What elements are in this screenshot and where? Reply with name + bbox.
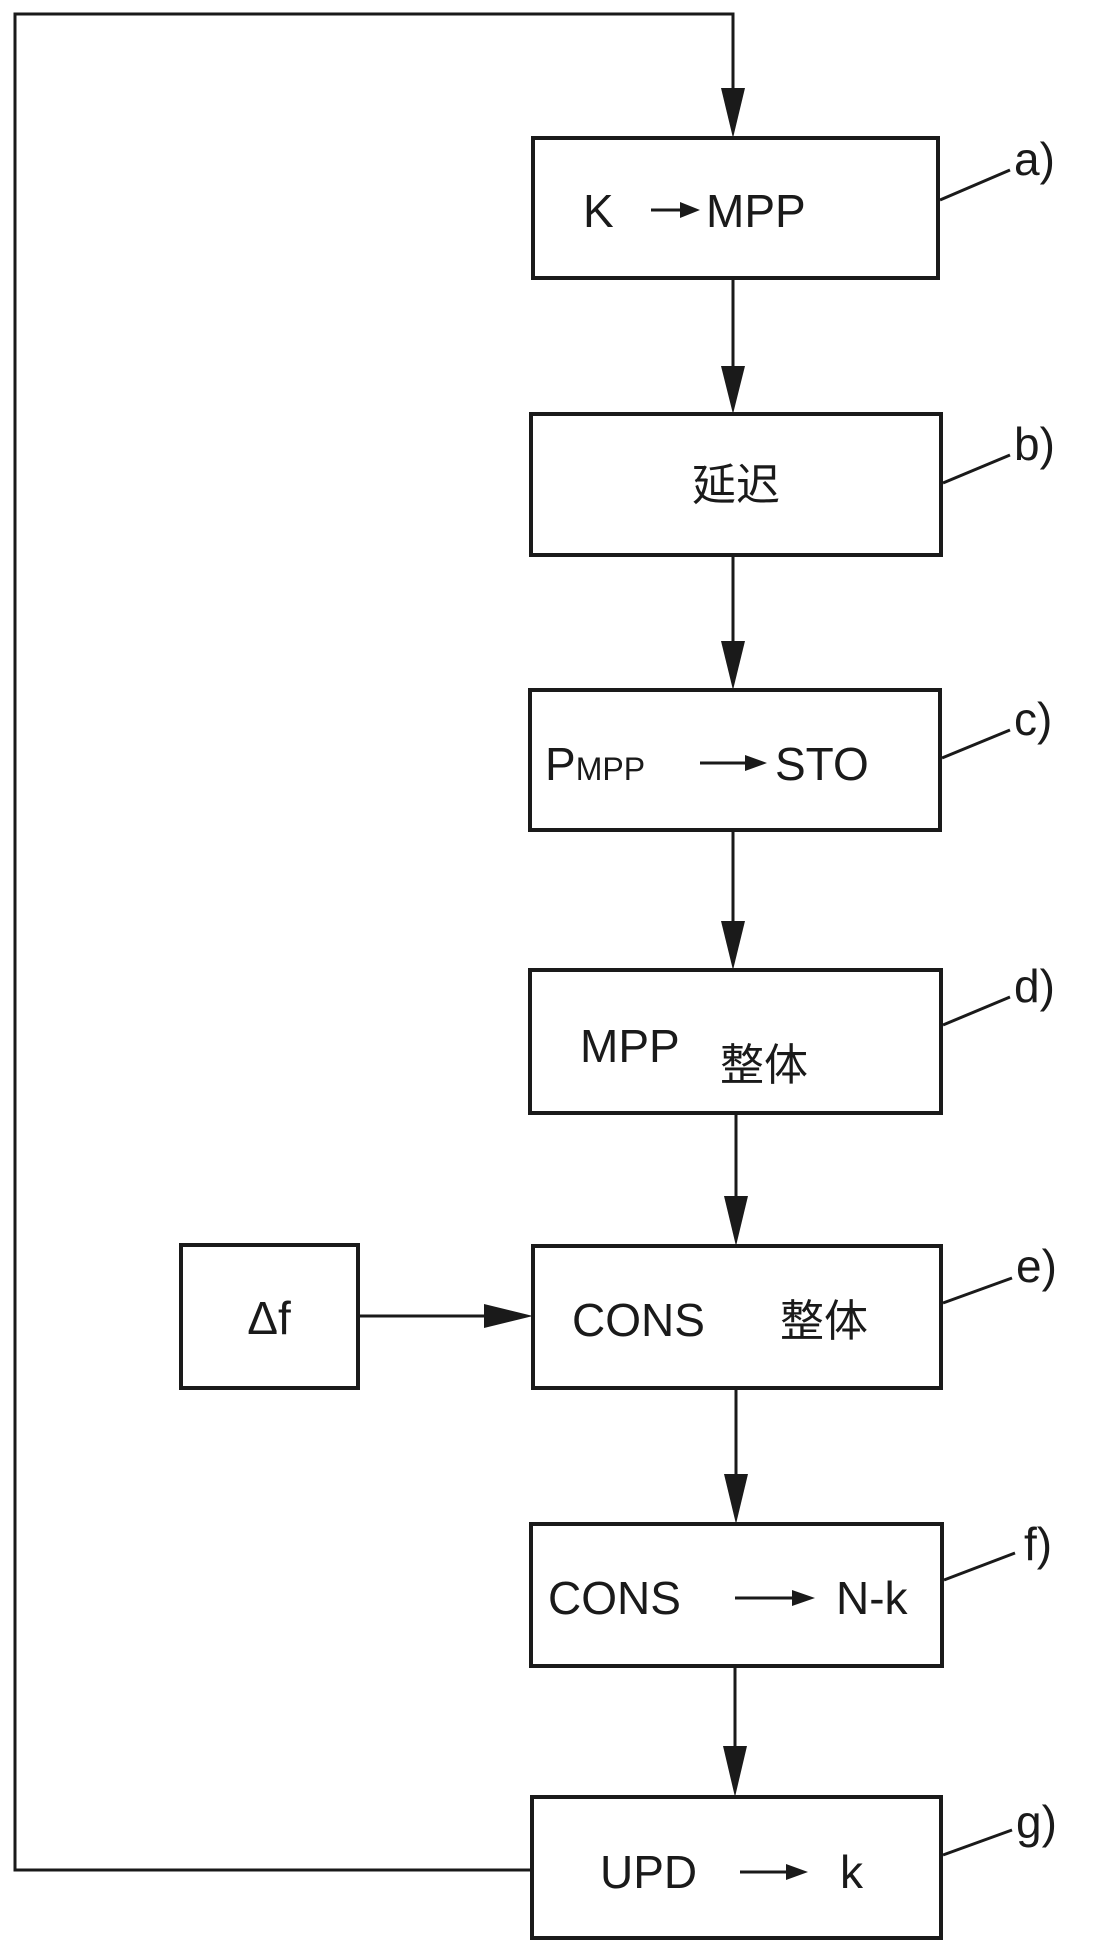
step-f-box xyxy=(529,1522,944,1668)
step-b-text: 延迟 xyxy=(692,460,780,511)
arrow-into-step-b-icon xyxy=(721,366,745,414)
arrow-into-step-c-icon xyxy=(721,641,745,690)
step-g-from: UPD xyxy=(600,1846,697,1898)
step-b: 延迟 b) xyxy=(529,412,1055,557)
step-c-to: STO xyxy=(775,738,869,790)
step-a: K MPP a) xyxy=(531,133,1055,280)
step-c-label: c) xyxy=(1014,693,1052,745)
step-b-leader-line xyxy=(942,453,1011,485)
step-c-box xyxy=(528,688,942,832)
step-a-box xyxy=(531,136,940,280)
step-a-inline-arrow-icon xyxy=(680,202,700,218)
arrow-into-step-a-icon xyxy=(721,88,745,138)
step-g-to: k xyxy=(840,1846,864,1898)
step-d-label: d) xyxy=(1014,960,1055,1012)
step-g-inline-arrow-icon xyxy=(786,1864,808,1880)
arrow-into-step-g-icon xyxy=(723,1746,747,1797)
step-c: PMPP STO c) xyxy=(528,688,1052,832)
step-f: CONS N-k f) xyxy=(529,1518,1052,1668)
step-e-box xyxy=(531,1244,943,1390)
step-e: CONS 整体 e) xyxy=(531,1240,1057,1390)
step-a-leader-line xyxy=(939,168,1011,202)
step-e-suffix: 整体 xyxy=(780,1296,868,1347)
step-e-main: CONS xyxy=(572,1294,705,1346)
feedback-loop-line xyxy=(13,12,735,1872)
step-d-suffix: 整体 xyxy=(720,1040,808,1091)
step-g: UPD k g) xyxy=(530,1795,1057,1940)
step-a-label: a) xyxy=(1014,133,1055,185)
step-a-to: MPP xyxy=(706,185,806,237)
step-b-box xyxy=(529,412,943,557)
step-f-leader-line xyxy=(943,1551,1016,1582)
step-f-label: f) xyxy=(1024,1518,1052,1570)
delta-f-text: Δf xyxy=(247,1292,291,1344)
step-g-box xyxy=(530,1795,943,1940)
step-f-to: N-k xyxy=(836,1572,909,1624)
step-b-label: b) xyxy=(1014,418,1055,470)
step-c-inline-arrow-icon xyxy=(745,755,767,771)
step-c-from: PMPP xyxy=(545,738,645,790)
delta-f-box xyxy=(179,1243,360,1390)
step-e-leader-line xyxy=(942,1276,1013,1305)
delta-f-input: Δf xyxy=(179,1243,360,1390)
step-f-inline-arrow-icon xyxy=(792,1590,815,1606)
step-d-box xyxy=(528,968,943,1115)
step-a-from: K xyxy=(583,185,614,237)
step-d-leader-line xyxy=(942,995,1011,1027)
step-c-symbol: P xyxy=(545,738,576,790)
step-c-leader-line xyxy=(941,728,1011,760)
step-f-from: CONS xyxy=(548,1572,681,1624)
step-g-label: g) xyxy=(1016,1796,1057,1848)
step-d-main: MPP xyxy=(580,1020,680,1072)
step-d: MPP 整体 d) xyxy=(528,960,1055,1115)
step-e-label: e) xyxy=(1016,1240,1057,1292)
arrow-into-step-e-from-delta-f-icon xyxy=(484,1304,533,1328)
arrow-into-step-d-icon xyxy=(721,921,745,970)
arrow-into-step-f-icon xyxy=(724,1474,748,1524)
step-g-leader-line xyxy=(942,1828,1013,1857)
step-c-subscript: MPP xyxy=(576,751,645,787)
arrow-into-step-e-icon xyxy=(724,1196,748,1246)
